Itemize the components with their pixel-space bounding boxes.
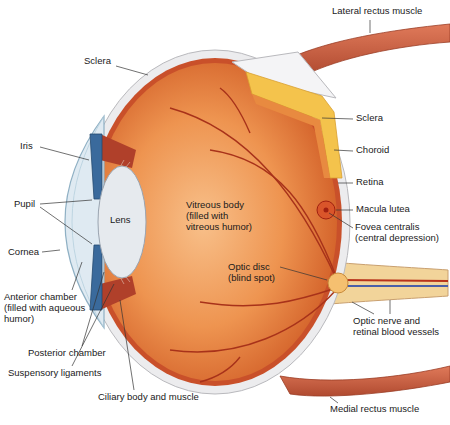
part-label: Posterior chamber bbox=[28, 348, 128, 359]
part-label: Macula lutea bbox=[356, 204, 446, 215]
part-label: Cornea bbox=[8, 247, 48, 258]
part-label: Lateral rectus muscle bbox=[332, 6, 442, 17]
part-label: Fovea centralis (central depression) bbox=[355, 222, 447, 244]
part-label: Anterior chamber (filled with aqueous hu… bbox=[4, 292, 86, 325]
part-label: Pupil bbox=[14, 199, 44, 210]
part-label: Lens bbox=[110, 215, 140, 226]
part-label: Sclera bbox=[84, 56, 124, 67]
part-label: Medial rectus muscle bbox=[330, 404, 440, 415]
part-label: Optic disc (blind spot) bbox=[228, 262, 288, 284]
part-label: Ciliary body and muscle bbox=[98, 392, 218, 403]
part-label: Choroid bbox=[356, 145, 436, 156]
part-label: Sclera bbox=[356, 113, 436, 124]
part-label: Iris bbox=[20, 141, 50, 152]
part-label: Vitreous body (filled with vitreous humo… bbox=[186, 200, 264, 233]
part-label: Retina bbox=[356, 177, 436, 188]
part-label: Suspensory ligaments bbox=[8, 368, 118, 379]
part-label: Optic nerve and retinal blood vessels bbox=[353, 316, 447, 338]
